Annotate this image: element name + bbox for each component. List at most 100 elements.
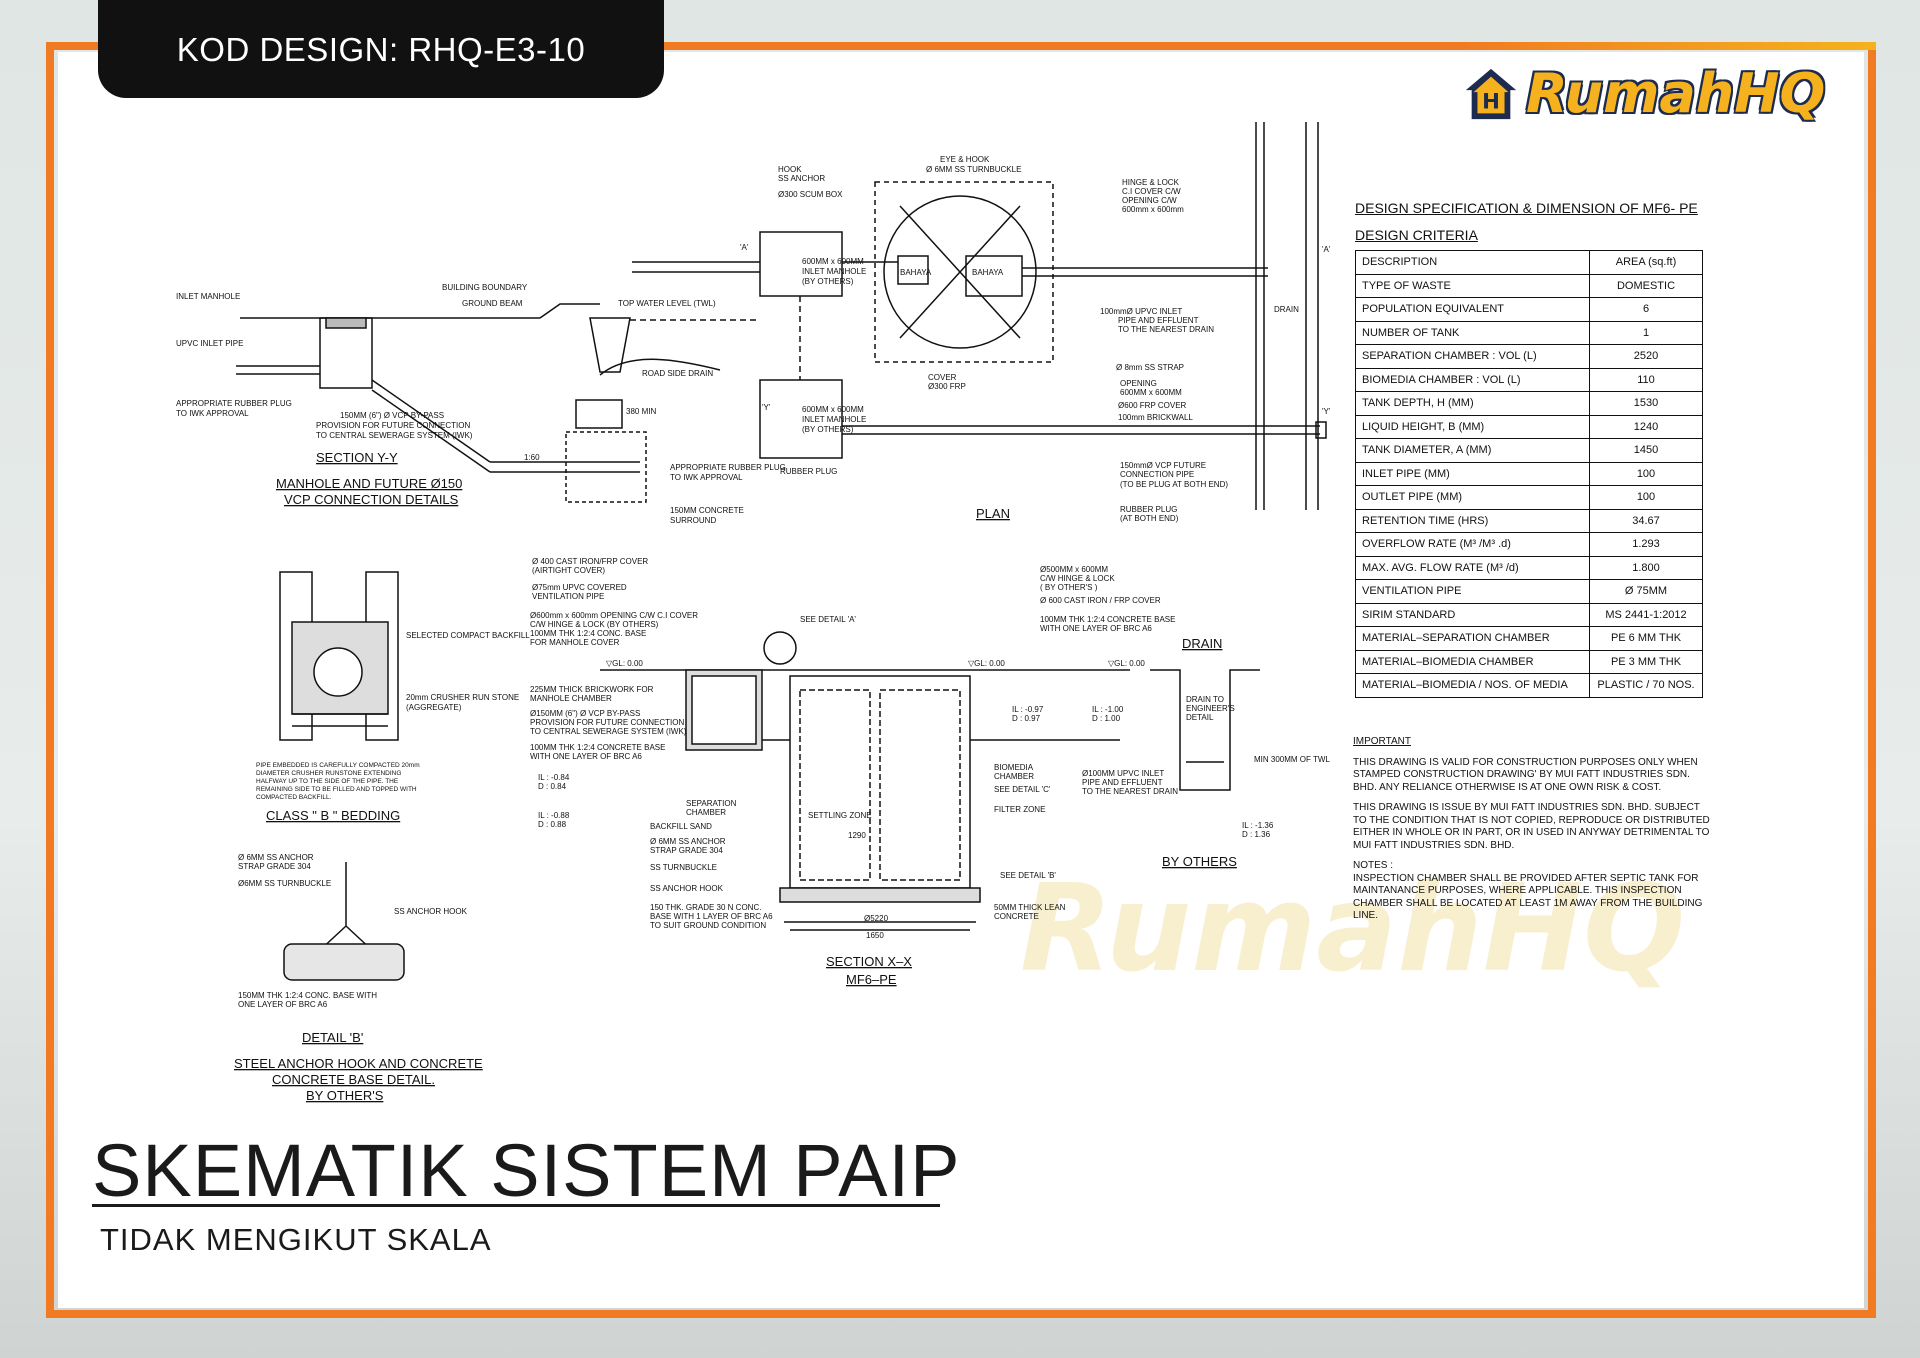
label-cast-2: (AIRTIGHT COVER): [532, 566, 605, 575]
label-cast-1: Ø 400 CAST IRON/FRP COVER: [532, 557, 648, 566]
watermark-text: RumahHQ: [1020, 860, 1686, 999]
label-drain-to-2: ENGINEER'S: [1186, 704, 1235, 713]
label-anchor-2: STRAP GRADE 304: [238, 862, 311, 871]
spec-label: MATERIAL–BIOMEDIA CHAMBER: [1355, 649, 1590, 674]
svg-text:H: H: [1482, 89, 1500, 114]
label-lean-1: 50MM THICK LEAN: [994, 903, 1066, 912]
spec-row: OVERFLOW RATE (M³ /M³ .d)1.293: [1355, 532, 1703, 557]
label-bahaya-1: BAHAYA: [900, 268, 932, 277]
label-biomedia-1: BIOMEDIA: [994, 763, 1034, 772]
spec-value: 1.800: [1589, 555, 1703, 580]
label-upvc-100-2: PIPE AND EFFLUENT: [1082, 778, 1163, 787]
spec-label: INLET PIPE (MM): [1355, 461, 1590, 486]
label-r1: Ø500MM x 600MM: [1040, 565, 1108, 574]
label-rubber-plug-1: APPROPRIATE RUBBER PLUG: [176, 399, 292, 408]
spec-label: DESCRIPTION: [1355, 250, 1590, 275]
label-separation-1: SEPARATION: [686, 799, 737, 808]
title-detail-b-3: BY OTHER'S: [306, 1088, 384, 1103]
label-crusher-2: (AGGREGATE): [406, 703, 462, 712]
spec-row: SEPARATION CHAMBER : VOL (L)2520: [1355, 344, 1703, 369]
spec-label: TANK DIAMETER, A (MM): [1355, 438, 1590, 463]
label-hinge-2: C.I COVER C/W: [1122, 187, 1181, 196]
bedding-note: PIPE EMBEDDED IS CAREFULLY COMPACTED 20m…: [256, 762, 420, 801]
label-settling-zone: SETTLING ZONE: [808, 811, 872, 820]
label-see-detail-b: SEE DETAIL 'B': [1000, 871, 1056, 880]
spec-value: MS 2441-1:2012: [1589, 602, 1703, 627]
notes-para: INSPECTION CHAMBER SHALL BE PROVIDED AFT…: [1353, 872, 1703, 922]
label-turnbuckle: Ø 6MM SS TURNBUCKLE: [926, 165, 1021, 174]
label-opening-2: 600MM x 600MM: [1120, 388, 1182, 397]
label-mark-a-right: 'A': [1322, 245, 1331, 254]
label-biomedia-2: CHAMBER: [994, 772, 1034, 781]
spec-value: 100: [1589, 485, 1703, 510]
label-il-3d: D : 0.84: [538, 782, 567, 791]
label-gl-3: ▽GL: 0.00: [1108, 659, 1145, 668]
label-future-2: CONNECTION PIPE: [1120, 470, 1194, 479]
label-mark-y-left: 'Y': [762, 403, 771, 412]
spec-row: OUTLET PIPE (MM)100: [1355, 485, 1703, 510]
label-il-2: IL : -1.00: [1092, 705, 1124, 714]
spec-value: 1.293: [1589, 532, 1703, 557]
label-anchor-4: SS ANCHOR HOOK: [394, 907, 468, 916]
label-il-1d: D : 0.97: [1012, 714, 1041, 723]
label-manhole-a3: (BY OTHERS): [802, 277, 854, 286]
label-see-detail-c: SEE DETAIL 'C': [994, 785, 1051, 794]
spec-value: DOMESTIC: [1589, 273, 1703, 298]
label-upvc-plan-1: 100mmØ UPVC INLET: [1100, 307, 1182, 316]
spec-row: BIOMEDIA CHAMBER : VOL (L)110: [1355, 367, 1703, 392]
spec-value: PE 6 MM THK: [1589, 626, 1703, 651]
label-upvc-inlet: UPVC INLET PIPE: [176, 339, 243, 348]
label-scum: Ø300 SCUM BOX: [778, 190, 843, 199]
spec-label: VENTILATION PIPE: [1355, 579, 1590, 604]
spec-label: LIQUID HEIGHT, B (MM): [1355, 414, 1590, 439]
label-mark-y-right: 'Y': [1322, 407, 1331, 416]
spec-value: 1530: [1589, 391, 1703, 416]
label-brickwork-2: MANHOLE CHAMBER: [530, 694, 612, 703]
title-section-xx: SECTION X–X: [826, 954, 912, 969]
label-iwk-1: TO IWK APPROVAL: [176, 409, 249, 418]
title-drain: DRAIN: [1182, 636, 1222, 651]
label-strap-2: STRAP GRADE 304: [650, 846, 723, 855]
label-compact-backfill: SELECTED COMPACT BACKFILL: [406, 631, 530, 640]
label-building-boundary: BUILDING BOUNDARY: [442, 283, 528, 292]
label-hinge-3: OPENING C/W: [1122, 196, 1177, 205]
spec-value: PE 3 MM THK: [1589, 649, 1703, 674]
brand-logo: H RumahHQ: [1462, 62, 1825, 125]
spec-heading: DESIGN SPECIFICATION & DIMENSION OF MF6-…: [1355, 200, 1698, 216]
label-dim-380: 380 MIN: [626, 407, 656, 416]
label-il-4: IL : -0.88: [538, 811, 570, 820]
label-frp-cover: Ø600 FRP COVER: [1118, 401, 1187, 410]
criteria-heading: DESIGN CRITERIA: [1355, 227, 1478, 243]
label-vent-1: Ø75mm UPVC COVERED: [532, 583, 627, 592]
label-concrete-1: 150MM CONCRETE: [670, 506, 744, 515]
label-conc-2: WITH ONE LAYER OF BRC A6: [530, 752, 642, 761]
spec-label: MAX. AVG. FLOW RATE (M³ /d): [1355, 555, 1590, 580]
label-il-2d: D : 1.00: [1092, 714, 1121, 723]
label-crusher-1: 20mm CRUSHER RUN STONE: [406, 693, 519, 702]
label-r2: C/W HINGE & LOCK: [1040, 574, 1115, 583]
notes-heading: NOTES :: [1353, 860, 1394, 871]
label-vcp-3: TO CENTRAL SEWERAGE SYSTEM (IWK): [530, 727, 687, 736]
label-see-detail-a: SEE DETAIL 'A': [800, 615, 856, 624]
spec-value: 6: [1589, 297, 1703, 322]
label-base-1: 150 THK. GRADE 30 N CONC.: [650, 903, 761, 912]
design-code: KOD DESIGN: RHQ-E3-10: [176, 31, 586, 68]
spec-value: 1: [1589, 320, 1703, 345]
spec-value: 110: [1589, 367, 1703, 392]
label-manhole-b1: 600MM x 600MM: [802, 405, 864, 414]
spec-value: Ø 75MM: [1589, 579, 1703, 604]
title-detail-b-2: CONCRETE BASE DETAIL.: [272, 1072, 435, 1087]
title-plan: PLAN: [976, 506, 1010, 521]
label-r4: Ø 600 CAST IRON / FRP COVER: [1040, 596, 1161, 605]
title-section-yy: SECTION Y-Y: [316, 450, 398, 465]
label-il-3: IL : -0.84: [538, 773, 570, 782]
label-rubber-plug-plan: RUBBER PLUG: [780, 467, 837, 476]
label-min-300: MIN 300MM OF TWL: [1254, 755, 1330, 764]
label-vcp-1: Ø150MM (6") Ø VCP BY-PASS: [530, 709, 640, 718]
